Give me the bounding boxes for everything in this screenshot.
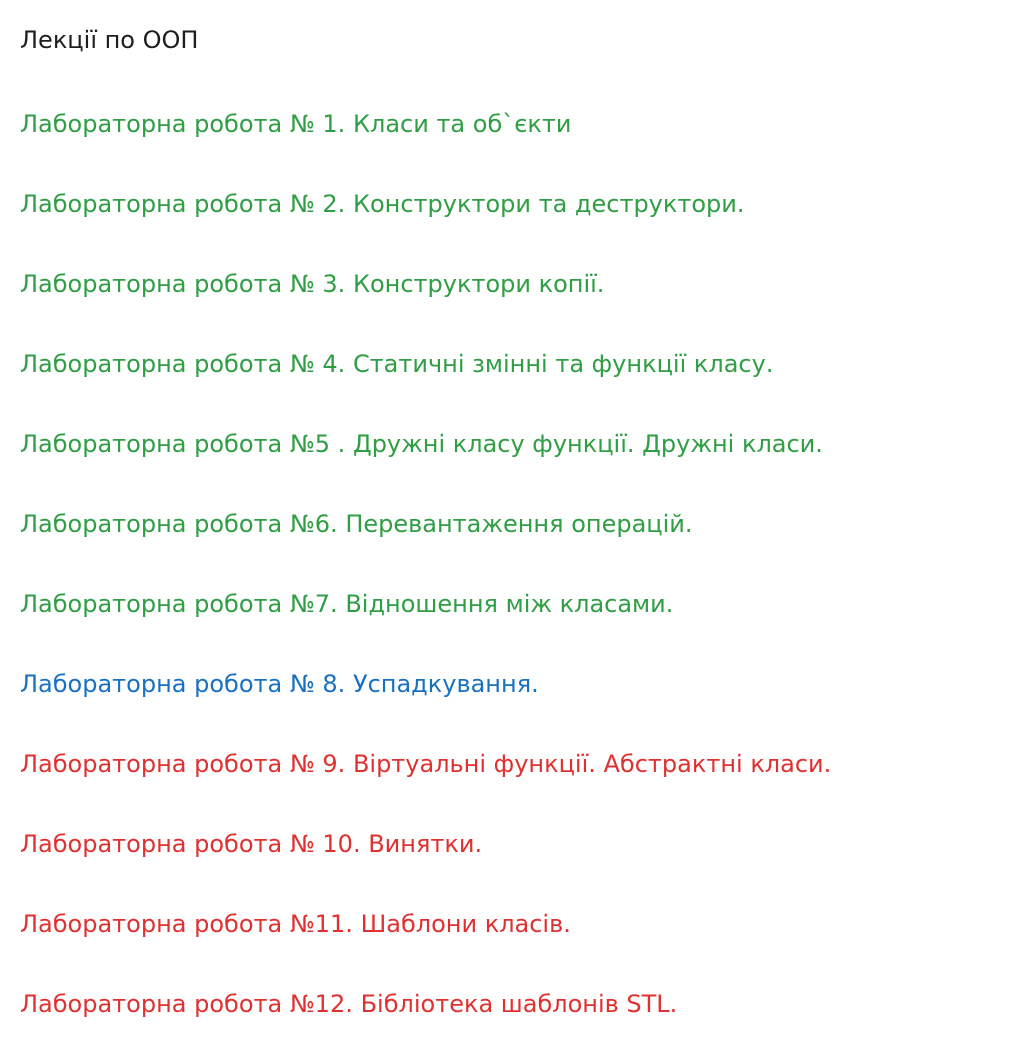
list-item: Лабораторна робота №12. Бібліотека шабло… bbox=[20, 984, 831, 1064]
list-item: Лабораторна робота № 8. Успадкування. bbox=[20, 664, 831, 744]
list-item: Лабораторна робота № 9. Віртуальні функц… bbox=[20, 744, 831, 824]
list-item: Лабораторна робота № 3. Конструктори коп… bbox=[20, 264, 831, 344]
lab-list: Лабораторна робота № 1. Класи та об`єкти… bbox=[20, 104, 831, 1064]
list-item: Лабораторна робота №7. Відношення між кл… bbox=[20, 584, 831, 664]
lab-link-1[interactable]: Лабораторна робота № 1. Класи та об`єкти bbox=[20, 110, 572, 138]
lab-link-11[interactable]: Лабораторна робота №11. Шаблони класів. bbox=[20, 910, 571, 938]
lab-link-10[interactable]: Лабораторна робота № 10. Винятки. bbox=[20, 830, 483, 858]
list-item: Лабораторна робота № 1. Класи та об`єкти bbox=[20, 104, 831, 184]
list-item: Лабораторна робота № 10. Винятки. bbox=[20, 824, 831, 904]
page-title: Лекції по ООП bbox=[20, 26, 199, 54]
lab-link-8[interactable]: Лабораторна робота № 8. Успадкування. bbox=[20, 670, 539, 698]
lab-link-6[interactable]: Лабораторна робота №6. Перевантаження оп… bbox=[20, 510, 693, 538]
lab-link-5[interactable]: Лабораторна робота №5 . Дружні класу фун… bbox=[20, 430, 823, 458]
lab-link-2[interactable]: Лабораторна робота № 2. Конструктори та … bbox=[20, 190, 745, 218]
lab-link-9[interactable]: Лабораторна робота № 9. Віртуальні функц… bbox=[20, 750, 832, 778]
list-item: Лабораторна робота №5 . Дружні класу фун… bbox=[20, 424, 831, 504]
lab-link-12[interactable]: Лабораторна робота №12. Бібліотека шабло… bbox=[20, 990, 678, 1018]
lab-link-4[interactable]: Лабораторна робота № 4. Статичні змінні … bbox=[20, 350, 774, 378]
lab-link-3[interactable]: Лабораторна робота № 3. Конструктори коп… bbox=[20, 270, 605, 298]
list-item: Лабораторна робота №11. Шаблони класів. bbox=[20, 904, 831, 984]
list-item: Лабораторна робота №6. Перевантаження оп… bbox=[20, 504, 831, 584]
list-item: Лабораторна робота № 2. Конструктори та … bbox=[20, 184, 831, 264]
lab-link-7[interactable]: Лабораторна робота №7. Відношення між кл… bbox=[20, 590, 674, 618]
list-item: Лабораторна робота № 4. Статичні змінні … bbox=[20, 344, 831, 424]
